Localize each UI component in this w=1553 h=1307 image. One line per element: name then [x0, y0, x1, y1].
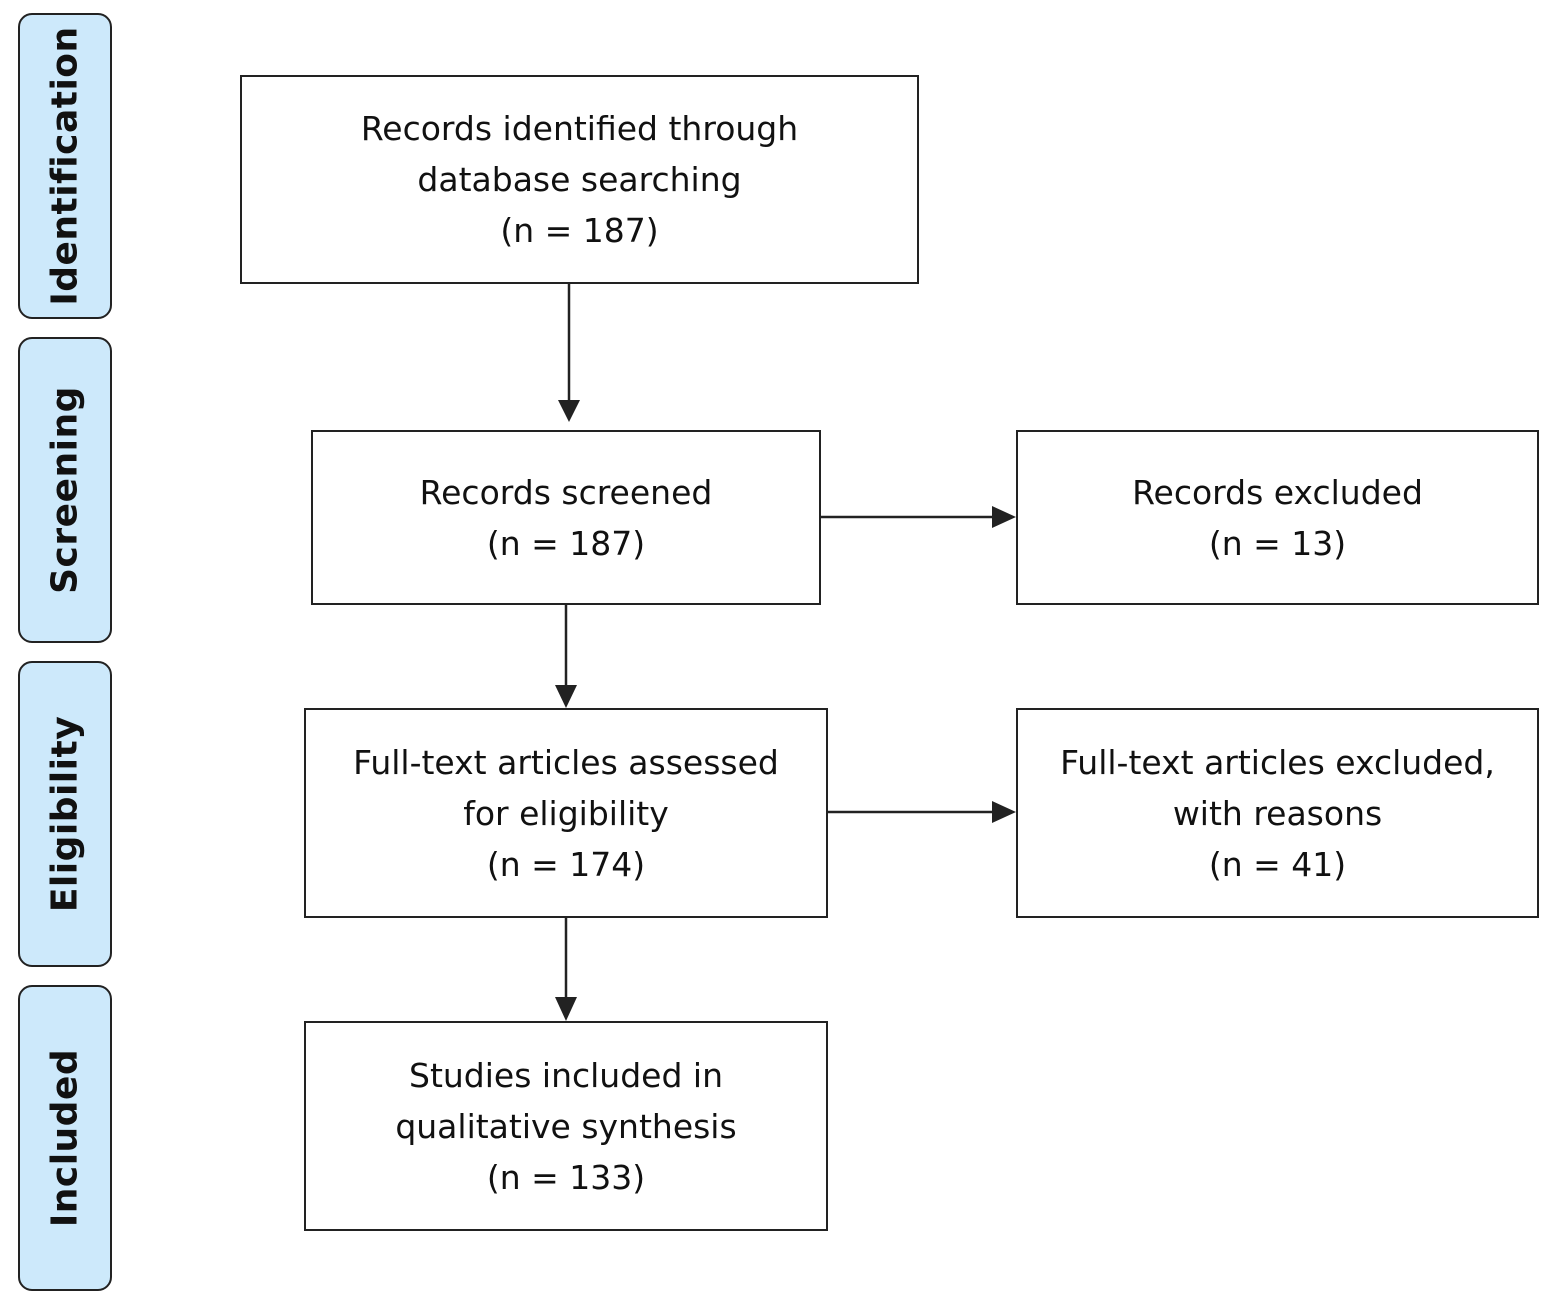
box-fulltext-assessed-line1: Full-text articles assessed: [353, 742, 779, 782]
arrowhead-right-2: [992, 801, 1016, 823]
arrowhead-right-1: [992, 506, 1016, 528]
box-fulltext-excluded-count: (n = 41): [1208, 844, 1347, 884]
box-records-identified-count: (n = 187): [500, 211, 659, 250]
box-records-screened-line1: Records screened: [419, 472, 713, 512]
box-fulltext-excluded: Full-text articles excluded, with reason…: [1016, 708, 1539, 918]
stage-included-label: Included: [44, 1048, 86, 1228]
stage-eligibility-label: Eligibility: [44, 715, 86, 913]
box-fulltext-excluded-line1: Full-text articles excluded,: [1060, 742, 1495, 782]
stage-identification-label: Identification: [44, 26, 86, 306]
box-records-excluded-count: (n = 13): [1208, 523, 1347, 563]
arrowhead-down-3: [555, 997, 577, 1021]
box-studies-included-line1: Studies included in: [409, 1055, 723, 1095]
stage-screening: Screening: [18, 337, 112, 643]
arrowhead-down-2: [555, 685, 577, 708]
box-fulltext-assessed-line2: for eligibility: [463, 793, 669, 833]
box-fulltext-excluded-line2: with reasons: [1172, 793, 1383, 833]
box-records-identified: Records identified through database sear…: [240, 75, 919, 284]
box-fulltext-assessed-count: (n = 174): [486, 844, 646, 884]
box-records-identified-line2: database searching: [417, 160, 742, 199]
stage-screening-label: Screening: [44, 386, 86, 594]
box-studies-included: Studies included in qualitative synthesi…: [304, 1021, 828, 1231]
box-records-excluded-line1: Records excluded: [1132, 472, 1423, 512]
box-studies-included-count: (n = 133): [486, 1157, 646, 1197]
box-records-identified-line1: Records identified through: [360, 109, 799, 148]
box-records-screened-count: (n = 187): [486, 523, 646, 563]
stage-identification: Identification: [18, 13, 112, 319]
box-records-screened: Records screened (n = 187): [311, 430, 821, 605]
stage-eligibility: Eligibility: [18, 661, 112, 967]
box-records-excluded: Records excluded (n = 13): [1016, 430, 1539, 605]
arrowhead-down-1: [558, 400, 580, 422]
box-studies-included-line2: qualitative synthesis: [395, 1106, 737, 1146]
box-fulltext-assessed: Full-text articles assessed for eligibil…: [304, 708, 828, 918]
stage-included: Included: [18, 985, 112, 1291]
